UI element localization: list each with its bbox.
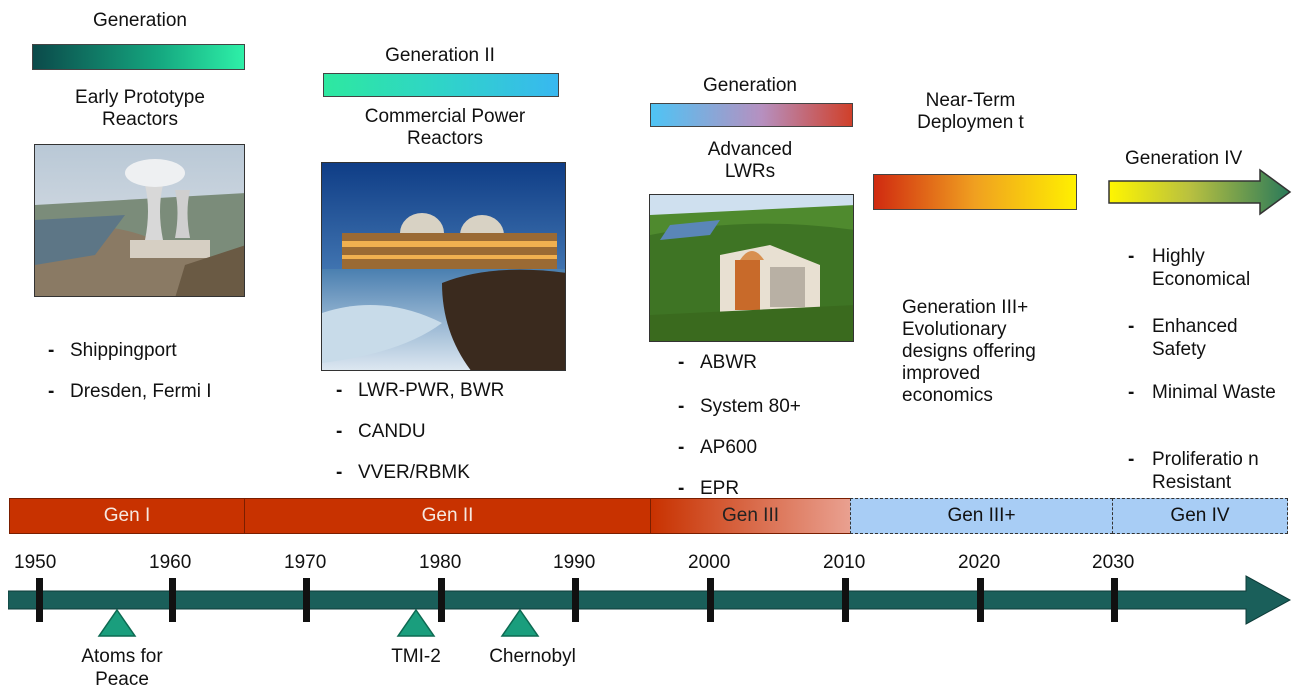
gen3-bullet-3: -AP600 [678,437,758,458]
event-label-chernobyl: Chernobyl [489,646,576,667]
gen4-bullet-1: -Highly Economical [1128,246,1251,290]
gen2-bullet-2: -CANDU [336,421,426,442]
tick-1980 [438,578,445,622]
tick-2030 [1111,578,1118,622]
gen2-subtitle: Commercial Power Reactors [364,106,526,149]
gen4-bullet-3: -Minimal Waste [1128,382,1276,403]
year-2030: 2030 [1092,552,1135,573]
era-gen2: Gen II [244,498,651,534]
gen2-color-bar [323,73,559,97]
gen1-bullet-1: -Shippingport [48,340,177,361]
era-gen3: Gen III [650,498,851,534]
year-2020: 2020 [958,552,1001,573]
year-2000: 2000 [688,552,731,573]
gen3-subtitle: Advanced LWRs [707,139,793,182]
gen1-subtitle: Early Prototype Reactors [75,87,205,130]
year-1950: 1950 [14,552,57,573]
gen3-reactor-photo [649,194,854,342]
era-gen4: Gen IV [1112,498,1288,534]
gen2-bullet-1: -LWR-PWR, BWR [336,380,505,401]
near-term-color-bar [873,174,1077,210]
event-marker-tmi2 [396,608,436,637]
year-1970: 1970 [284,552,327,573]
gen3-bullet-2: -System 80+ [678,396,801,417]
tick-2020 [977,578,984,622]
gen3-bullet-4: -EPR [678,478,740,499]
gen4-arrow [1108,168,1292,216]
gen4-bullet-2: -Enhanced Safety [1128,316,1238,360]
year-1990: 1990 [553,552,596,573]
event-label-tmi2: TMI-2 [391,646,441,667]
tick-1990 [572,578,579,622]
gen2-reactor-photo [321,162,566,371]
near-term-title: Near-Term Deploymen t [917,90,1024,133]
gen3-color-bar [650,103,853,127]
gen1-title: Generation [92,10,187,31]
gen2-title: Generation II [385,45,495,66]
gen4-title: Generation IV [1125,148,1243,169]
tick-1960 [169,578,176,622]
gen3-title: Generation [702,75,797,96]
event-marker-chernobyl [500,608,540,637]
gen4-bullet-4: -Proliferatio n Resistant [1128,449,1259,493]
era-gen1: Gen I [9,498,245,534]
era-gen3-plus: Gen III+ [850,498,1113,534]
year-1980: 1980 [419,552,462,573]
tick-2000 [707,578,714,622]
gen1-reactor-photo [34,144,245,297]
gen3-bullet-1: -ABWR [678,352,757,373]
event-label-atoms-for-peace: Atoms for Peace [81,646,163,690]
event-marker-atoms-for-peace [97,608,137,637]
tick-2010 [842,578,849,622]
timeline-arrow [8,575,1292,625]
gen2-bullet-3: -VVER/RBMK [336,462,470,483]
tick-1970 [303,578,310,622]
near-term-description: Generation III+ Evolutionary designs off… [902,297,1036,406]
tick-1950 [36,578,43,622]
year-2010: 2010 [823,552,866,573]
gen1-bullet-2: -Dresden, Fermi I [48,381,212,402]
year-1960: 1960 [149,552,192,573]
gen1-color-bar [32,44,245,70]
